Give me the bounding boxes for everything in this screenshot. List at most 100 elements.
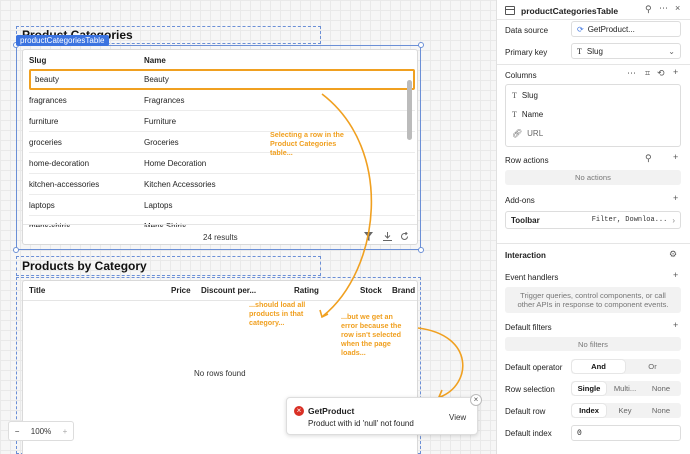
default-operator-toggle[interactable]: And Or xyxy=(571,359,681,374)
panel-title[interactable]: productCategoriesTable xyxy=(521,6,619,16)
addons-add-icon[interactable]: + xyxy=(673,193,679,203)
zoom-out-button[interactable]: − xyxy=(14,426,20,436)
error-icon: × xyxy=(294,406,304,416)
inspector-panel: productCategoriesTable ⚲ ⋯ × Data source… xyxy=(496,0,690,454)
row-actions-help-icon[interactable]: ⚲ xyxy=(645,153,652,163)
table-scrollbar[interactable] xyxy=(407,80,412,140)
row-actions-add-icon[interactable]: + xyxy=(673,152,679,162)
addons-label: Add-ons xyxy=(505,196,535,205)
table-row[interactable]: kitchen-accessories Kitchen Accessories xyxy=(29,174,415,195)
annotation-error: ...but we get an error because the row i… xyxy=(341,312,402,357)
text-type-icon: T xyxy=(577,46,582,56)
default-filters-empty: No filters xyxy=(505,337,681,351)
download-icon[interactable] xyxy=(383,232,392,241)
cell-slug: groceries xyxy=(29,138,62,147)
resize-handle-bl[interactable] xyxy=(13,247,19,253)
column-item-url[interactable]: 🔗︎URL xyxy=(512,129,544,138)
column-header-brand[interactable]: Brand xyxy=(392,286,416,295)
operator-or[interactable]: Or xyxy=(648,362,657,371)
cell-slug: kitchen-accessories xyxy=(29,180,100,189)
column-header-price[interactable]: Price xyxy=(171,286,191,295)
cell-slug: fragrances xyxy=(29,96,67,105)
toast-title: GetProduct xyxy=(308,406,355,416)
primary-key-label: Primary key xyxy=(505,48,548,57)
column-header-stock[interactable]: Stock xyxy=(360,286,382,295)
component-name-tag[interactable]: productCategoriesTable xyxy=(16,35,109,46)
cell-slug: home-decoration xyxy=(29,159,90,168)
row-selection-toggle[interactable]: Single Multi... None xyxy=(571,381,681,396)
primary-key-select[interactable]: T Slug ⌄ xyxy=(571,43,681,59)
row-selection-multi[interactable]: Multi... xyxy=(613,384,637,393)
cell-name: Kitchen Accessories xyxy=(144,180,216,189)
products-heading: Products by Category xyxy=(22,259,147,273)
products-heading-frame xyxy=(16,256,321,276)
app-canvas[interactable]: Product Categories productCategoriesTabl… xyxy=(0,0,496,454)
chevron-right-icon: › xyxy=(672,215,675,225)
column-header-discount[interactable]: Discount per... xyxy=(201,286,257,295)
data-source-select[interactable]: ⟳ GetProduct... xyxy=(571,21,681,37)
annotation-select-row: Selecting a row in the Product Categorie… xyxy=(270,130,344,157)
refresh-icon[interactable] xyxy=(400,231,409,241)
default-row-key[interactable]: Key xyxy=(618,406,632,415)
results-count: 24 results xyxy=(203,233,238,242)
cell-name: Groceries xyxy=(144,138,179,147)
default-row-toggle[interactable]: Index Key None xyxy=(571,403,681,418)
zoom-control: − 100% + xyxy=(8,421,74,441)
columns-more-icon[interactable]: ⋯ xyxy=(627,68,636,78)
table-row[interactable]: home-decoration Home Decoration xyxy=(29,153,415,174)
resize-handle-br[interactable] xyxy=(418,247,424,253)
toolbar-addon[interactable]: Toolbar Filter, Downloa... › xyxy=(505,211,681,229)
close-icon[interactable]: × xyxy=(675,3,681,13)
default-index-label: Default index xyxy=(505,429,552,438)
row-actions-label: Row actions xyxy=(505,156,549,165)
columns-settings-icon[interactable]: ⌗ xyxy=(645,68,651,78)
column-header-slug[interactable]: Slug xyxy=(29,56,47,65)
interaction-label: Interaction xyxy=(505,251,546,260)
interaction-settings-icon[interactable]: ⚙ xyxy=(669,249,678,259)
default-row-none[interactable]: None xyxy=(651,406,671,415)
column-header-title[interactable]: Title xyxy=(29,286,46,295)
row-selection-label: Row selection xyxy=(505,385,555,394)
default-index-input[interactable]: 0 xyxy=(571,425,681,441)
default-filters-label: Default filters xyxy=(505,323,552,332)
annotation-arrows xyxy=(319,93,464,399)
annotation-should-load: ...should load all products in that cate… xyxy=(249,300,306,327)
toast-close-icon[interactable]: × xyxy=(470,394,482,406)
row-selection-none[interactable]: None xyxy=(651,384,671,393)
error-toast: × GetProduct Product with id 'null' not … xyxy=(286,394,482,435)
zoom-in-button[interactable]: + xyxy=(62,426,68,436)
row-selection-single[interactable]: Single xyxy=(572,382,606,395)
default-filters-add-icon[interactable]: + xyxy=(673,320,679,330)
operator-and[interactable]: And xyxy=(572,360,625,373)
cell-name: Home Decoration xyxy=(144,159,207,168)
default-row-index[interactable]: Index xyxy=(572,404,606,417)
data-source-label: Data source xyxy=(505,26,549,35)
event-handlers-hint: Trigger queries, control components, or … xyxy=(505,287,681,313)
event-handlers-label: Event handlers xyxy=(505,273,559,282)
empty-state: No rows found xyxy=(194,369,246,378)
resize-handle-tr[interactable] xyxy=(418,42,424,48)
chevron-down-icon: ⌄ xyxy=(668,46,675,56)
cell-name: Furniture xyxy=(144,117,177,126)
toast-view-link[interactable]: View xyxy=(449,413,467,422)
event-handlers-add-icon[interactable]: + xyxy=(673,270,679,280)
row-actions-empty: No actions xyxy=(505,170,681,185)
column-header-rating[interactable]: Rating xyxy=(294,286,319,295)
table-row[interactable]: groceries Groceries xyxy=(29,132,415,153)
cell-slug: laptops xyxy=(29,201,55,210)
column-header-name[interactable]: Name xyxy=(144,56,166,65)
cell-name: Beauty xyxy=(144,75,169,84)
more-icon[interactable]: ⋯ xyxy=(659,3,668,13)
table-icon xyxy=(505,6,515,15)
table-selection-frame[interactable] xyxy=(16,45,421,250)
search-icon[interactable]: ⚲ xyxy=(645,4,652,14)
columns-add-icon[interactable]: + xyxy=(673,67,679,77)
columns-refresh-icon[interactable]: ⟲ xyxy=(657,68,665,78)
